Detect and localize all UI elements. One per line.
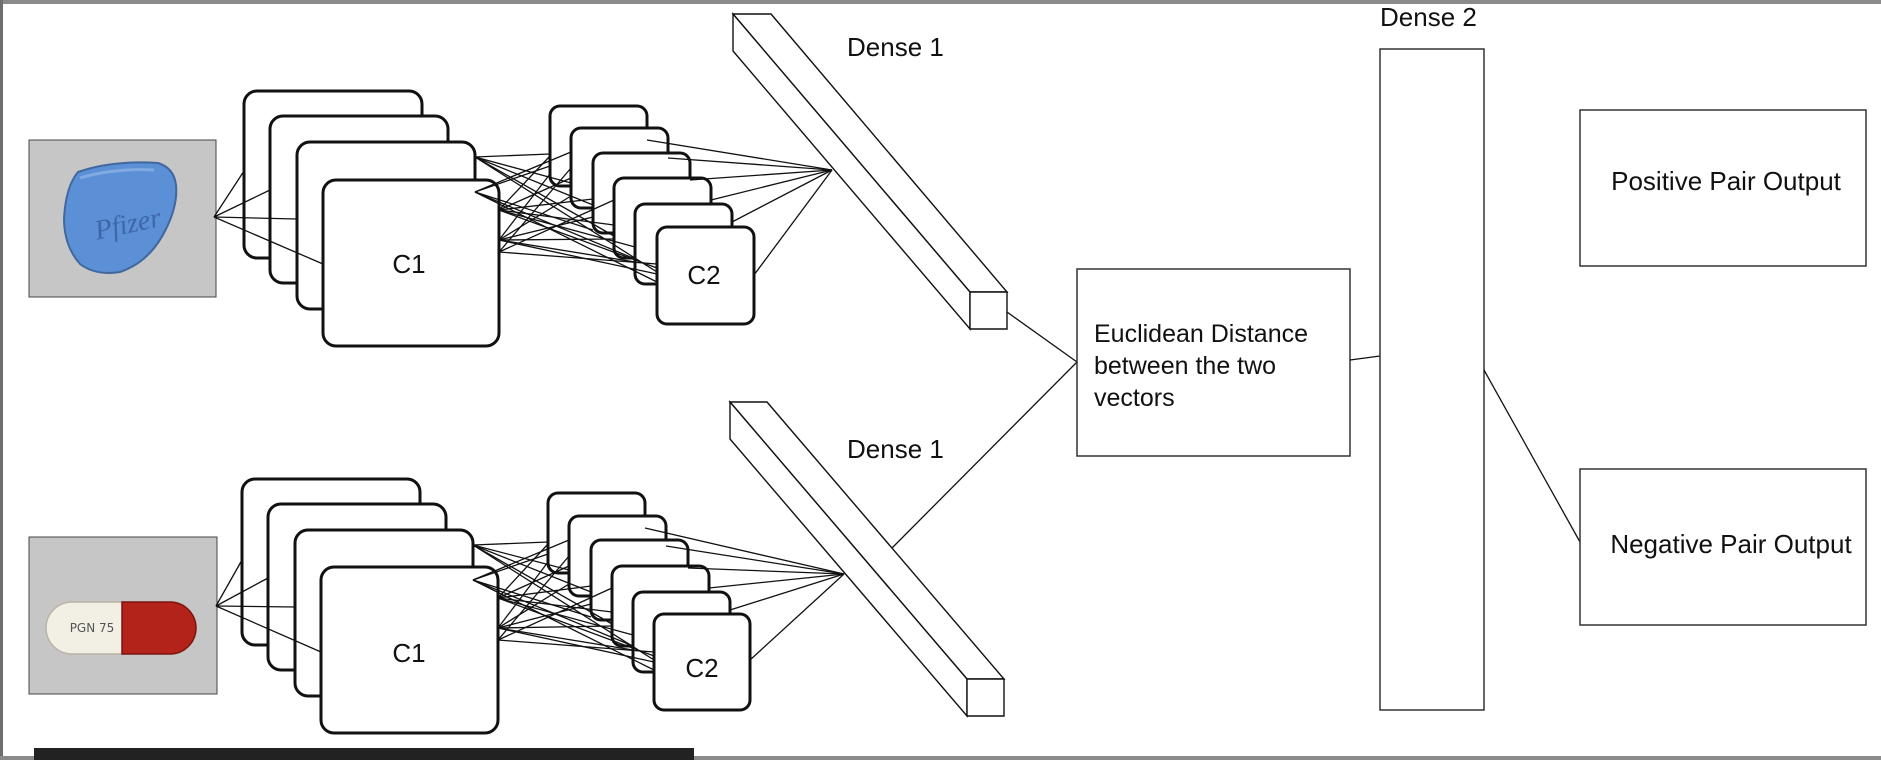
euclidean-distance-line-2: between the two xyxy=(1094,352,1276,380)
connector-dense1-bottom-distance xyxy=(891,361,1078,549)
connections-conv2-dense1-top xyxy=(646,139,833,276)
dense2-label: Dense 2 xyxy=(1380,2,1477,32)
conv2-stack-bottom xyxy=(546,491,752,712)
connector-dense1-top-distance xyxy=(1006,311,1078,363)
bottom-strip xyxy=(34,748,694,760)
frame-bottom-border xyxy=(0,756,1881,760)
conv2-label-bottom: C2 xyxy=(685,653,718,683)
conv2-stack-top xyxy=(548,104,756,326)
positive-output-label: Positive Pair Output xyxy=(1611,166,1842,196)
red-capsule-icon: PGN 75 xyxy=(45,601,197,655)
frame-left-border xyxy=(0,0,3,760)
dense1-slab-bottom xyxy=(728,400,1006,718)
conv1-label-bottom: C1 xyxy=(392,638,425,668)
bottom-branch: PGN 75 C1 C2 xyxy=(28,400,1006,735)
negative-output-box xyxy=(1579,468,1867,626)
connections-conv1-conv2-bottom xyxy=(472,539,655,671)
frame-top-border xyxy=(0,0,1881,4)
connections-conv1-conv2-top xyxy=(474,151,658,283)
connector-dense2-negative xyxy=(1483,369,1581,543)
input-image-top: Pfizer xyxy=(28,139,217,298)
euclidean-distance-line-3: vectors xyxy=(1094,384,1175,412)
connections-input-conv1-bottom xyxy=(215,559,322,653)
conv1-stack-bottom xyxy=(240,477,500,735)
blue-pill-icon: Pfizer xyxy=(62,161,178,274)
conv2-label-top: C2 xyxy=(687,260,720,290)
negative-output-label: Negative Pair Output xyxy=(1610,529,1852,559)
dense1-label-bottom: Dense 1 xyxy=(847,434,944,464)
dense1-slab-top xyxy=(731,12,1009,331)
dense2-column xyxy=(1379,48,1485,711)
capsule-imprint: PGN 75 xyxy=(70,621,115,635)
merge-section: Euclidean Distance between the two vecto… xyxy=(891,2,1867,711)
connector-distance-dense2 xyxy=(1349,355,1381,361)
connections-conv2-dense1-bottom xyxy=(644,527,845,661)
connections-input-conv1-top xyxy=(213,170,324,265)
input-image-bottom: PGN 75 xyxy=(28,536,218,695)
positive-output-box xyxy=(1579,109,1867,267)
dense1-label-top: Dense 1 xyxy=(847,32,944,62)
top-branch: Pfizer C1 C2 xyxy=(28,12,1009,348)
euclidean-distance-box xyxy=(1076,268,1351,457)
euclidean-distance-line-1: Euclidean Distance xyxy=(1094,320,1308,348)
conv1-stack-top xyxy=(242,89,501,348)
conv1-label-top: C1 xyxy=(392,249,425,279)
